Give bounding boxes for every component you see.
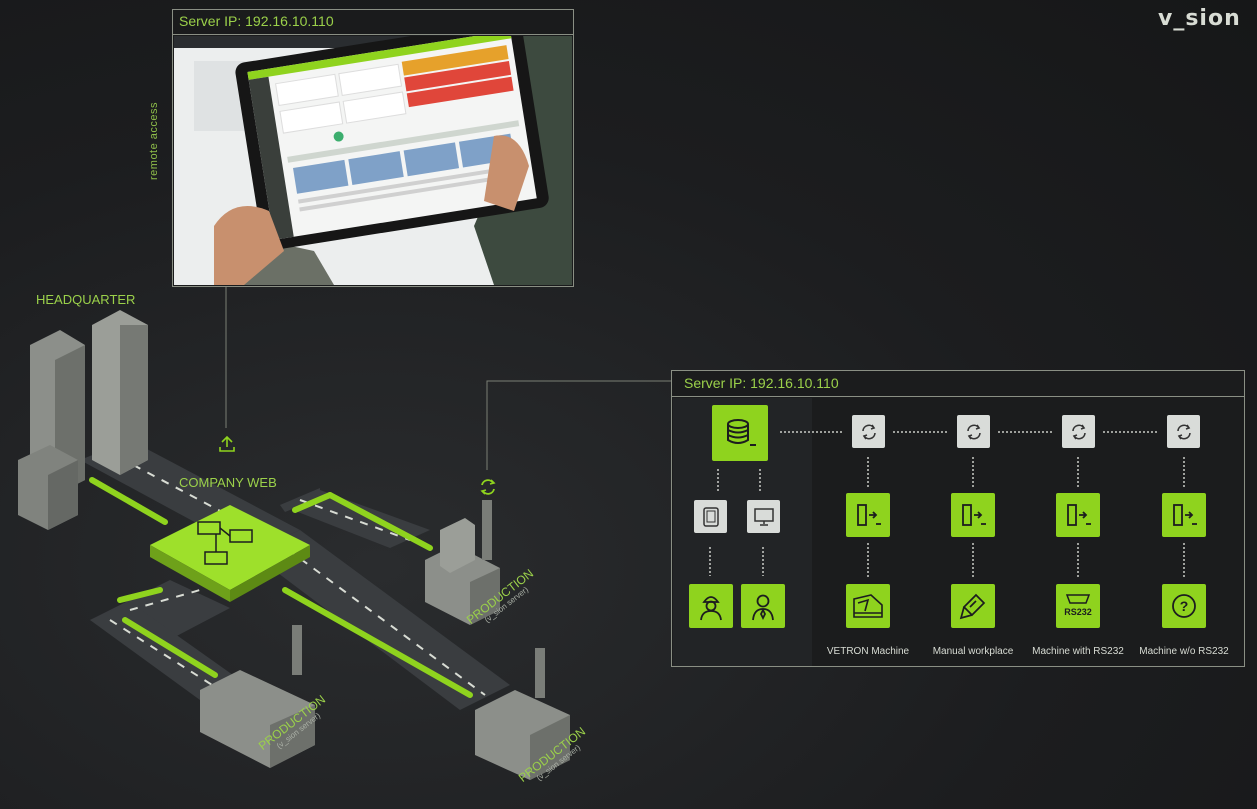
question-icon: ? <box>1162 584 1206 628</box>
production-factory-1 <box>425 500 500 625</box>
headquarter-label: HEADQUARTER <box>36 292 136 307</box>
interface-icon-1 <box>846 493 890 537</box>
machine-no-rs232-caption: Machine w/o RS232 <box>1139 646 1229 657</box>
server-connectors <box>709 431 1185 577</box>
tablet-illustration <box>174 36 572 285</box>
isometric-map <box>18 310 570 780</box>
remote-server-ip: Server IP: 192.16.10.110 <box>173 10 573 35</box>
upload-icon <box>219 435 235 452</box>
manual-workplace-caption: Manual workplace <box>932 646 1014 657</box>
interface-icon-2 <box>951 493 995 537</box>
company-web-hub <box>150 505 310 602</box>
vetron-machine-caption: VETRON Machine <box>826 646 910 657</box>
monitor-device-icon <box>747 500 780 533</box>
tablet-photo <box>174 36 572 285</box>
production-factory-3 <box>475 648 570 780</box>
manager-icon <box>741 584 785 628</box>
svg-text:RS232: RS232 <box>1064 607 1092 617</box>
production-factory-2 <box>200 625 315 768</box>
company-web-label: COMPANY WEB <box>179 475 277 490</box>
remote-access-label: remote access <box>148 101 160 180</box>
sync-icon-4 <box>1167 415 1200 448</box>
worker-icon <box>689 584 733 628</box>
vsion-logo: v_sion <box>1158 6 1241 31</box>
server-panel: Server IP: 192.16.10.110 <box>671 370 1245 667</box>
sync-icon-2 <box>957 415 990 448</box>
glue-gun-icon <box>951 584 995 628</box>
remote-access-panel: Server IP: 192.16.10.110 <box>172 9 574 287</box>
rs232-icon: RS232 <box>1056 584 1100 628</box>
sync-icon-3 <box>1062 415 1095 448</box>
headquarter-buildings <box>18 310 148 530</box>
vetron-machine-icon <box>846 584 890 628</box>
server-ip-title: Server IP: 192.16.10.110 <box>672 371 1244 397</box>
svg-text:?: ? <box>1180 598 1189 614</box>
interface-icon-4 <box>1162 493 1206 537</box>
database-icon <box>712 405 768 461</box>
interface-icon-3 <box>1056 493 1100 537</box>
sync-icon <box>480 479 496 495</box>
tablet-device-icon <box>694 500 727 533</box>
sync-icon-1 <box>852 415 885 448</box>
machine-rs232-caption: Machine with RS232 <box>1032 646 1124 657</box>
